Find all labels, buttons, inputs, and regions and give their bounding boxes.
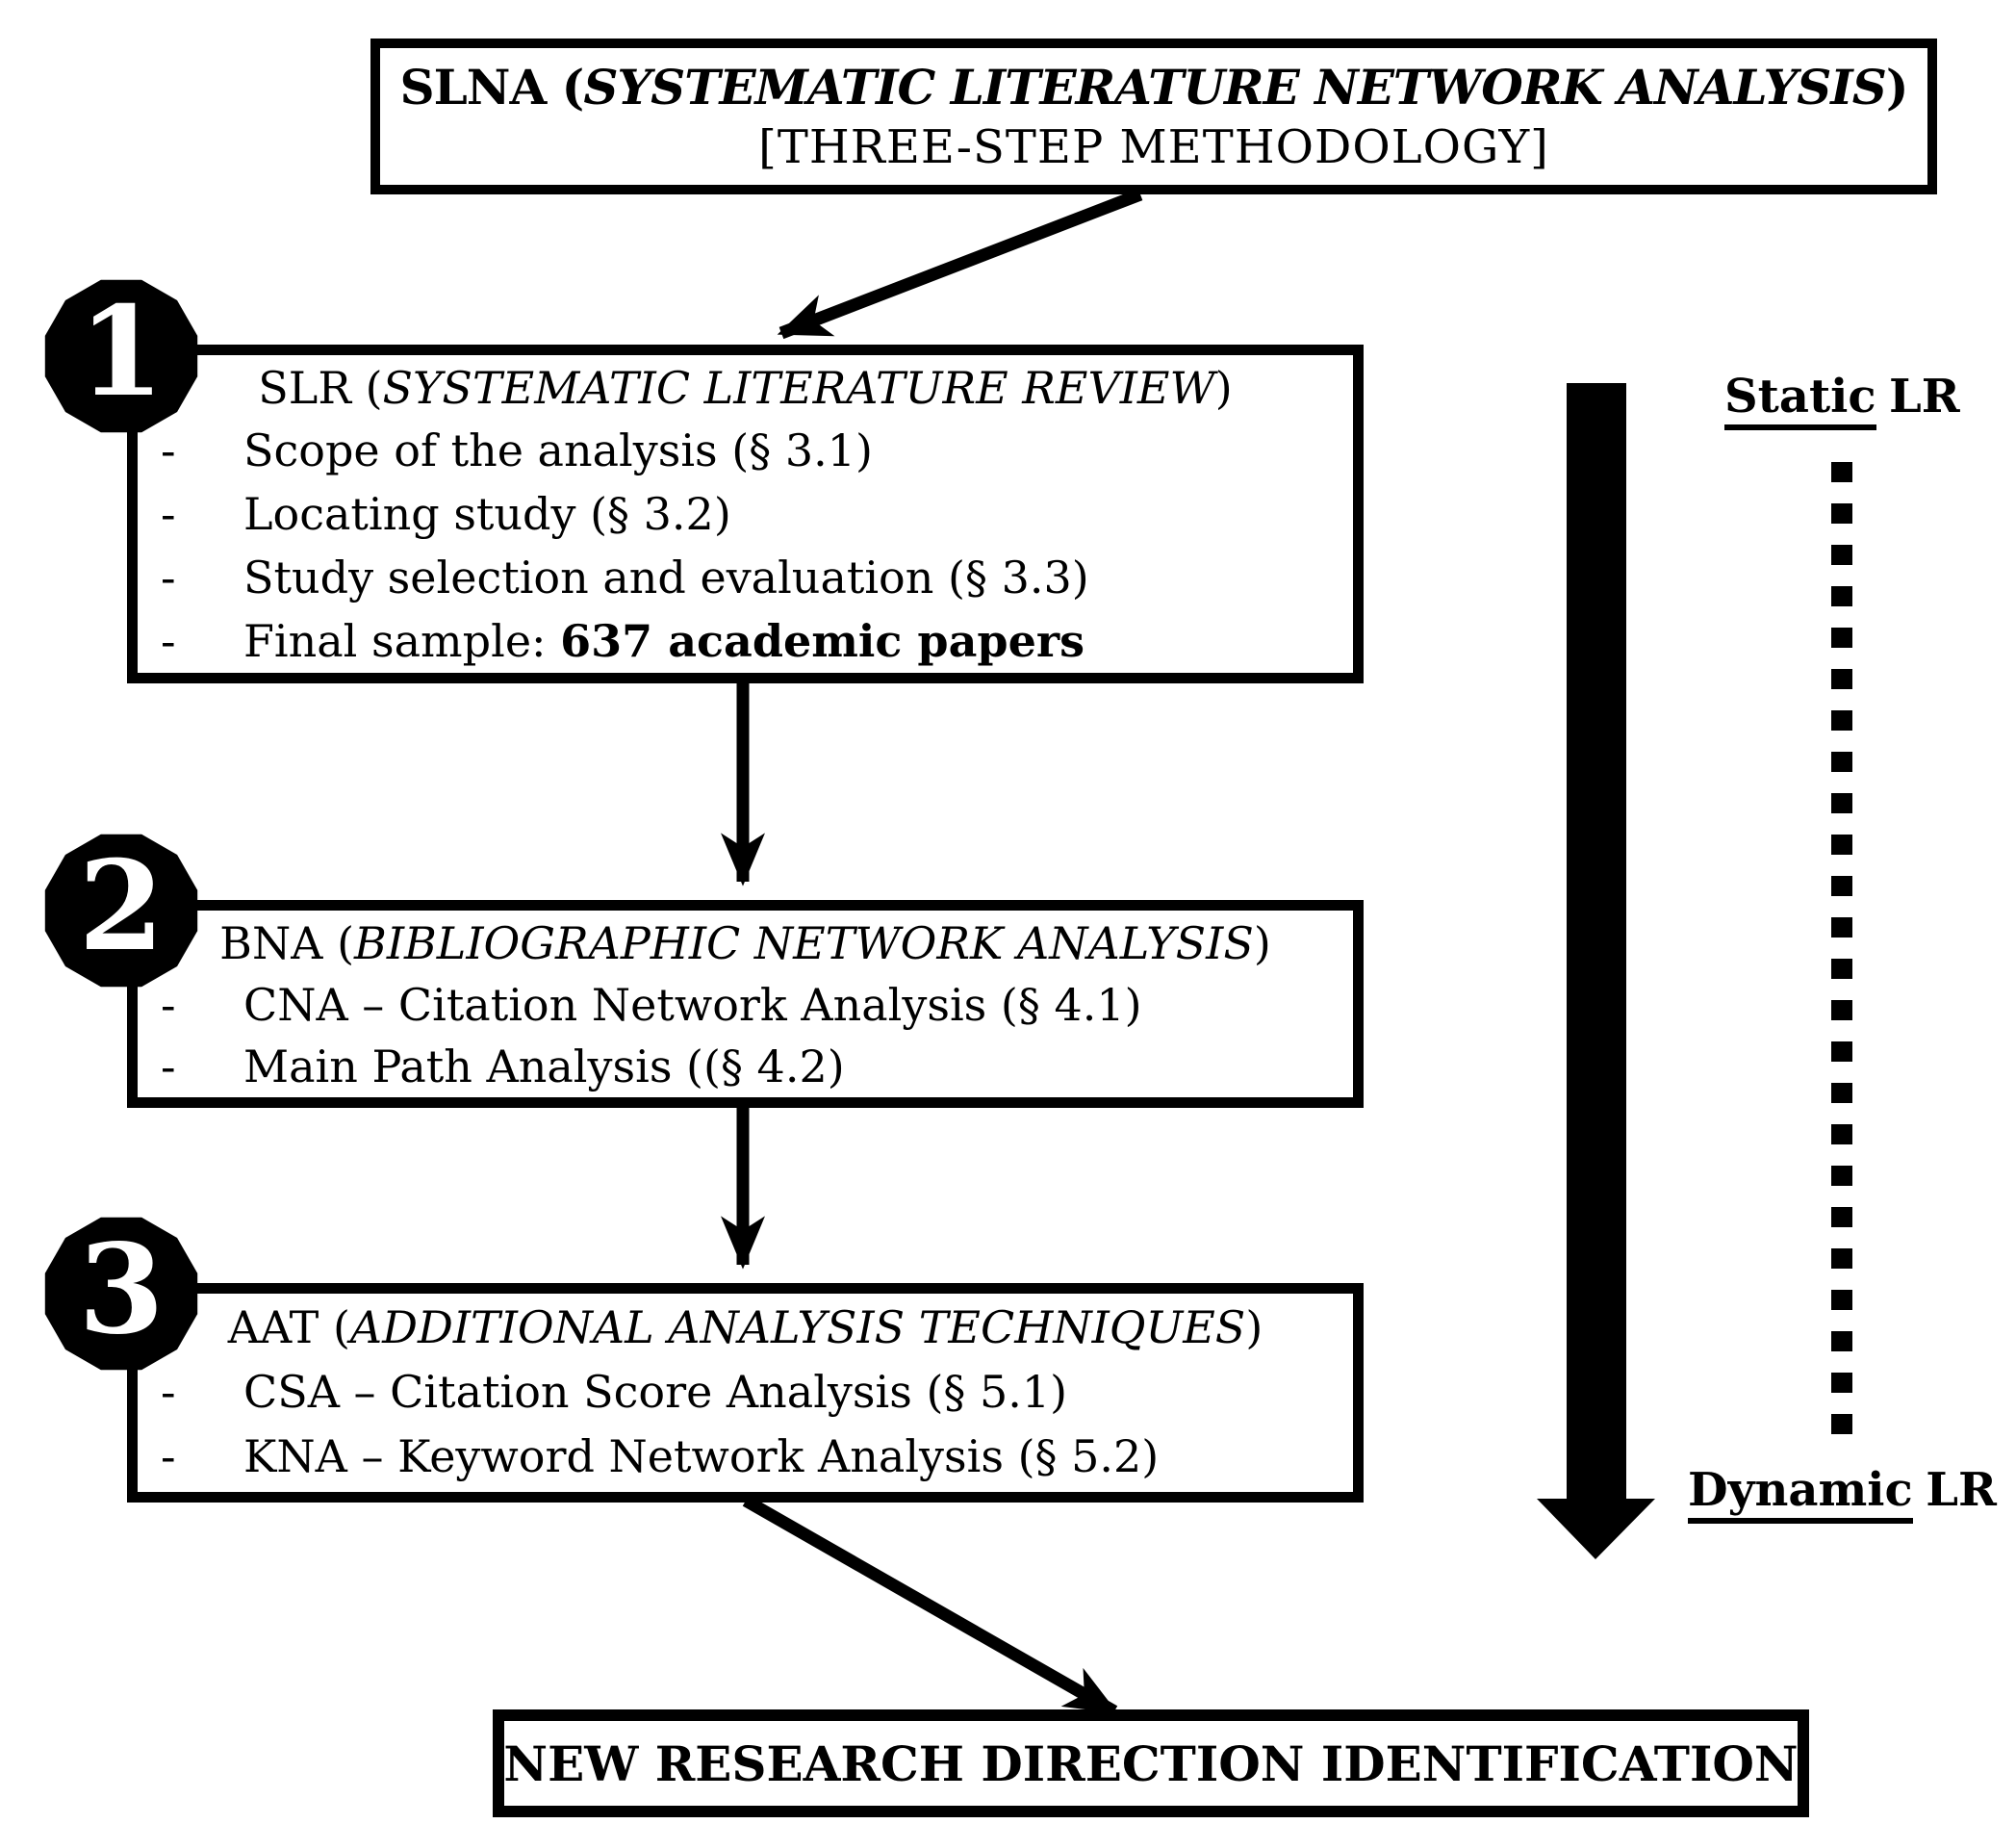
- step1-item-locating: -Locating study (§ 3.2): [138, 482, 1353, 546]
- step2-item-cna: -CNA – Citation Network Analysis (§ 4.1): [138, 974, 1353, 1036]
- bullet-dash: -: [161, 488, 176, 540]
- step1-slr-box: SLR (SYSTEMATIC LITERATURE REVIEW) -Scop…: [127, 345, 1364, 683]
- step1-number-badge: 1: [44, 279, 198, 433]
- result-box: NEW RESEARCH DIRECTION IDENTIFICATION: [493, 1709, 1809, 1817]
- slna-title-line2: [THREE-STEP METHODOLOGY]: [758, 120, 1549, 174]
- step3-item-kna: -KNA – Keyword Network Analysis (§ 5.2): [138, 1425, 1353, 1489]
- result-label: NEW RESEARCH DIRECTION IDENTIFICATION: [503, 1734, 1799, 1792]
- step2-item-main-path: -Main Path Analysis ((§ 4.2): [138, 1036, 1353, 1097]
- step3-item-csa: -CSA – Citation Score Analysis (§ 5.1): [138, 1360, 1353, 1425]
- arrow-slna-to-step1: [777, 188, 1143, 340]
- step3-number-badge: 3: [44, 1217, 198, 1371]
- bullet-dash: -: [161, 615, 176, 667]
- step2-title: BNA (BIBLIOGRAPHIC NETWORK ANALYSIS): [219, 917, 1271, 969]
- slna-title-line1: SLNA (SYSTEMATIC LITERATURE NETWORK ANAL…: [399, 59, 1909, 116]
- step3-aat-box: AAT (ADDITIONAL ANALYSIS TECHNIQUES) -CS…: [127, 1283, 1364, 1503]
- step3-number: 3: [78, 1218, 165, 1362]
- step1-title: SLR (SYSTEMATIC LITERATURE REVIEW): [258, 362, 1233, 414]
- step1-item-scope: -Scope of the analysis (§ 3.1): [138, 419, 1353, 482]
- step1-item-final-sample: -Final sample: 637 academic papers: [138, 609, 1353, 673]
- slna-title-box: SLNA (SYSTEMATIC LITERATURE NETWORK ANAL…: [370, 39, 1937, 194]
- bullet-dash: -: [161, 1430, 176, 1482]
- step2-bna-box: BNA (BIBLIOGRAPHIC NETWORK ANALYSIS) -CN…: [127, 900, 1364, 1108]
- bullet-dash: -: [161, 424, 176, 476]
- step1-item-selection: -Study selection and evaluation (§ 3.3): [138, 546, 1353, 609]
- bullet-dash: -: [161, 552, 176, 604]
- step3-title: AAT (ADDITIONAL ANALYSIS TECHNIQUES): [227, 1301, 1263, 1353]
- step1-number: 1: [78, 280, 165, 424]
- step2-number-badge: 2: [44, 834, 198, 988]
- step2-number: 2: [78, 835, 165, 979]
- bullet-dash: -: [161, 1366, 176, 1418]
- bullet-dash: -: [161, 1040, 176, 1092]
- bullet-dash: -: [161, 979, 176, 1031]
- arrow-step3-to-result: [742, 1495, 1118, 1717]
- static-to-dynamic-big-arrow: [1537, 383, 1655, 1559]
